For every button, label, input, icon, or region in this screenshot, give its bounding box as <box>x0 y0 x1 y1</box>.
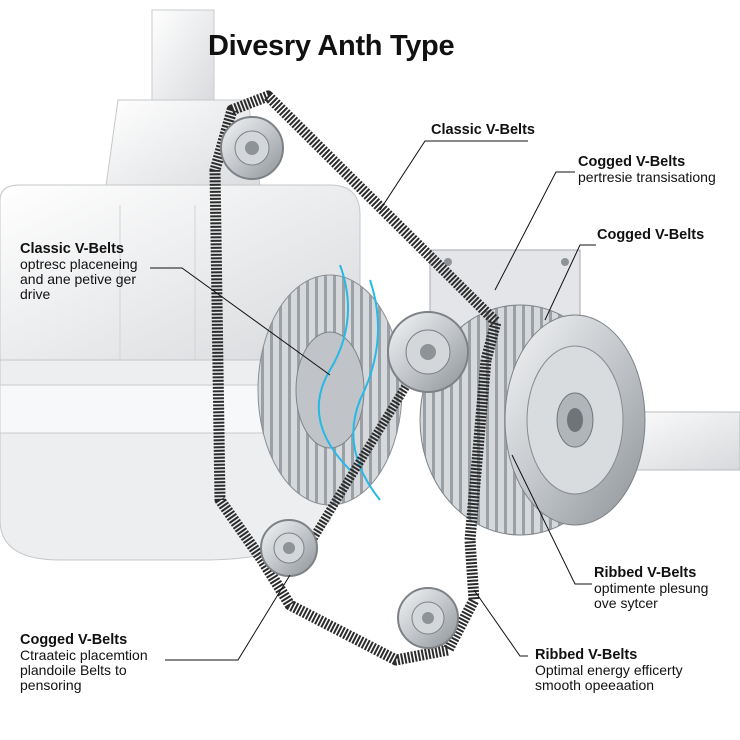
housing <box>0 184 361 561</box>
label-desc-line: Optimal energy efficerty <box>535 662 683 678</box>
label-heading: Ribbed V-Belts <box>535 647 638 663</box>
leader-bottom-ribbed <box>473 589 528 657</box>
idler-pulley-bottom <box>397 587 459 649</box>
label-heading: Ribbed V-Belts <box>594 565 697 581</box>
leader-right-ribbed-1 <box>511 454 592 585</box>
label-desc-line: smooth opeeaation <box>535 677 655 693</box>
leader-left-classic <box>150 267 331 376</box>
label-heading: Cogged V-Belts <box>578 154 686 170</box>
label-desc-line: and ane petive ger <box>20 271 136 287</box>
label-desc-line: drive <box>20 286 51 302</box>
leader-right-cogged-2 <box>544 244 596 321</box>
label-desc-line: Ctraateic placemtion <box>20 647 148 663</box>
label-right-ribbed-1: Ribbed V-Belts optimente plesung ove syt… <box>594 565 708 611</box>
idler-pulley-top <box>220 116 284 180</box>
label-left-classic: Classic V-Belts optresc placeneing and a… <box>20 241 138 302</box>
label-desc-line: pensoring <box>20 677 82 693</box>
label-top-classic: Classic V-Belts <box>431 122 535 138</box>
idler-pulley-middle <box>387 311 469 393</box>
leader-right-cogged-1 <box>494 171 575 291</box>
label-heading: Cogged V-Belts <box>597 227 705 243</box>
label-bottom-cogged: Cogged V-Belts Ctraateic placemtion plan… <box>20 632 148 693</box>
label-bottom-ribbed: Ribbed V-Belts Optimal energy efficerty … <box>535 647 683 693</box>
leader-bottom-cogged <box>165 574 291 661</box>
leader-top-classic <box>379 140 528 211</box>
finned-drum <box>257 274 403 506</box>
label-desc-line: optresc placeneing <box>20 256 138 272</box>
drive-belt <box>209 90 502 666</box>
label-heading: Classic V-Belts <box>431 122 535 138</box>
label-right-cogged-2: Cogged V-Belts <box>597 227 704 243</box>
label-heading: Classic V-Belts <box>20 241 124 257</box>
label-right-cogged-1: Cogged V-Belts pertresie transisationg <box>578 154 716 185</box>
label-heading: Cogged V-Belts <box>20 632 128 648</box>
label-desc-line: optimente plesung <box>594 580 709 596</box>
label-desc-line: pertresie transisationg <box>578 169 716 185</box>
label-desc-line: plandoile Belts to <box>20 662 127 678</box>
large-pulley <box>419 304 646 536</box>
diagram-title: Divesry Anth Type <box>208 30 455 62</box>
idler-pulley-lower-left <box>260 519 318 577</box>
label-desc-line: ove sytcer <box>594 595 658 611</box>
leader-lines <box>150 140 596 661</box>
belt-inner-span <box>296 327 444 563</box>
